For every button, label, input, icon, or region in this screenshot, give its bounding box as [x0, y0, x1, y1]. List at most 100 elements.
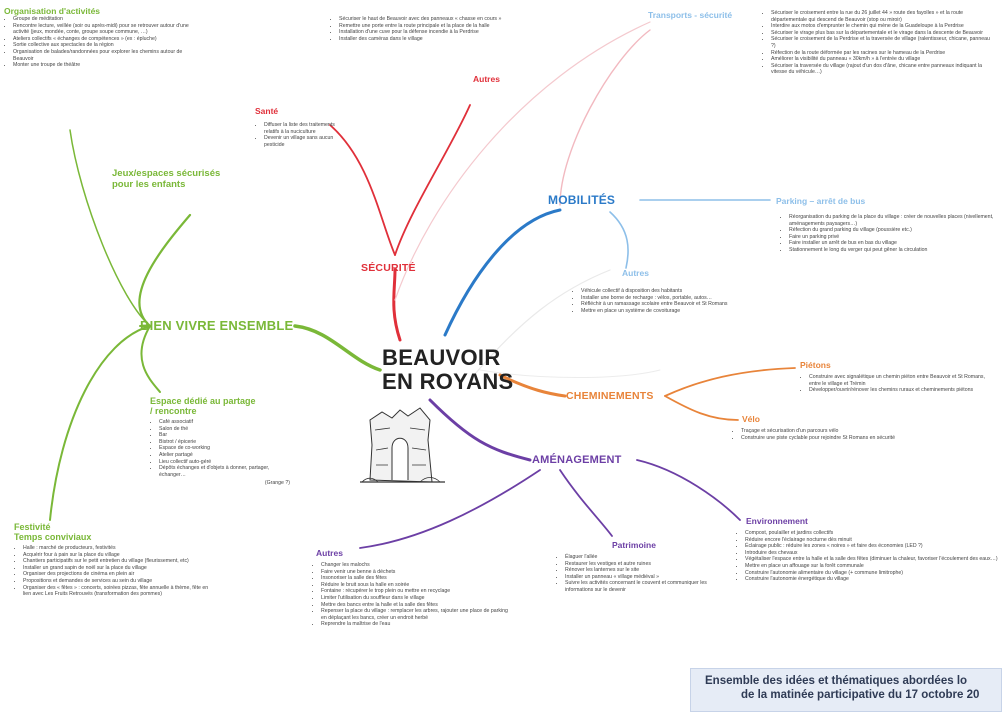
node-transports-title: Transports - sécurité: [648, 10, 733, 20]
list-item: Reprendre la maîtrise de l'eau: [321, 621, 508, 628]
center-node: BEAUVOIR EN ROYANS: [382, 346, 513, 394]
node-parking: Réorganisation du parking de la place du…: [780, 214, 994, 254]
list-item: Installation d'une cuve pour la défense …: [339, 29, 542, 36]
branch-mobilites: MOBILITÉS: [548, 193, 616, 207]
list-item: Traçage et sécurisation d'un parcours vé…: [741, 428, 994, 435]
node-espace-title-line1: Espace dédié au partage: [150, 396, 256, 406]
list-item: Groupe de méditation: [13, 16, 194, 23]
node-jeux-title-line2: pour les enfants: [112, 179, 186, 190]
list-item: Sortie collective aux spectacles de la r…: [13, 42, 194, 49]
list-item: Développer/ouvrir/rénover les chemins ru…: [809, 387, 994, 394]
footer-line1: Ensemble des idées et thématiques abordé…: [705, 675, 968, 687]
node-organisation: Organisation d'activités Groupe de médit…: [4, 6, 194, 69]
list-item: Sécuriser le croisement de la Perdrise e…: [771, 36, 994, 49]
list-item: Changer les malochs: [321, 562, 508, 569]
list-item: Ateliers collectifs « échanges de compét…: [13, 36, 194, 43]
footer-line2: de la matinée participative du 17 octobr…: [741, 689, 980, 701]
tower-illustration: [360, 407, 445, 483]
list-item: Rénover les lanternes sur le site: [565, 567, 716, 574]
list-item: Acquérir four à pain sur la place du vil…: [23, 552, 214, 559]
branch-bien-vivre: BIEN VIVRE ENSEMBLE: [140, 318, 294, 333]
list-item: Restaurer les vestiges et autre ruines: [565, 561, 716, 568]
list-item: Limiter l'utilisation du souffleur dans …: [321, 595, 508, 602]
list-item: Sécuriser le virage plus bas sur la dépa…: [771, 30, 994, 37]
list-item: Mettre en place un affouage sur la forêt…: [745, 563, 998, 570]
branch-amenagement: AMÉNAGEMENT: [532, 454, 622, 466]
center-title-line2: EN ROYANS: [382, 369, 514, 394]
list-item: Installer un panneau « village médiéval …: [565, 574, 716, 581]
node-sante: Santé Diffuser la liste des traitements …: [255, 106, 343, 148]
list-item: Compost, poulailler et jardins collectif…: [745, 530, 998, 537]
list-item: Organisation de balades/randonnées pour …: [13, 49, 194, 62]
list-item: Organiser des projections de cinéma en p…: [23, 571, 214, 578]
node-environnement: Compost, poulailler et jardins collectif…: [736, 530, 998, 583]
list-item: Monter une troupe de théâtre: [13, 62, 194, 69]
list-item: Installer une borne de recharge : vélos,…: [581, 295, 760, 302]
center-title-line1: BEAUVOIR: [382, 345, 501, 370]
list-item: Élaguer l'allée: [565, 554, 716, 561]
list-item: Remettre une porte entre la route princi…: [339, 23, 542, 30]
list-item: Réorganisation du parking de la place du…: [789, 214, 994, 227]
node-mobilites-autres: Véhicule collectif à disposition des hab…: [572, 288, 760, 314]
node-festivite-title-line2: Temps conviviaux: [14, 532, 92, 542]
list-item: Insonoriser la salle des fêtes: [321, 575, 508, 582]
node-organisation-title: Organisation d'activités: [4, 6, 101, 16]
list-item: Améliorer la visibilité du panneau « 30k…: [771, 56, 994, 63]
list-item: Espace de co-working: [159, 445, 290, 452]
list-item: Bar: [159, 432, 290, 439]
list-item: Salon de thé: [159, 426, 290, 433]
list-item: Réfection de la route déformée par les r…: [771, 50, 994, 57]
footer-caption: Ensemble des idées et thématiques abordé…: [690, 668, 1002, 712]
list-item: Repenser la place du village : remplacer…: [321, 608, 508, 621]
node-festivite: Festivité Temps conviviaux Halle : march…: [14, 522, 214, 598]
list-item: Bistrot / épicerie: [159, 439, 290, 446]
node-pietons-title: Piétons: [800, 360, 831, 370]
list-item: Réfléchir à un ramassage scolaire entre …: [581, 301, 760, 308]
list-item: Propositions et demandes de services au …: [23, 578, 214, 585]
node-amenagement-autres-title: Autres: [316, 548, 343, 558]
list-item: Suivre les activités concernant le couve…: [565, 580, 716, 593]
node-jeux-title-line1: Jeux/espaces sécurisés: [112, 168, 221, 179]
list-item: Fontaine : récupérer le trop plein ou me…: [321, 588, 508, 595]
list-item: Construire avec signalétique un chemin p…: [809, 374, 994, 387]
list-item: Devenir un village sans aucun pesticide: [264, 135, 343, 148]
list-item: Éclairage public : réduire les zones « n…: [745, 543, 998, 550]
node-parking-title: Parking – arrêt de bus: [776, 196, 866, 206]
list-item: Chantiers participatifs sur le petit ent…: [23, 558, 214, 565]
list-item: Construire l'autonomie énergétique du vi…: [745, 576, 998, 583]
node-sante-title: Santé: [255, 106, 279, 116]
node-securite-autres: Sécuriser le haut de Beauvoir avec des p…: [330, 16, 542, 42]
node-patrimoine: Élaguer l'allée Restaurer les vestiges e…: [556, 554, 716, 594]
list-item: Halle : marché de producteurs, festivité…: [23, 545, 214, 552]
node-transports: Sécuriser le croisement entre la rue du …: [762, 10, 994, 76]
list-item: Stationnement le long du verger qui peut…: [789, 247, 994, 254]
list-item: Sécuriser la traversée du village (rajou…: [771, 63, 994, 76]
list-item: Réfection du grand parking du village (p…: [789, 227, 994, 234]
list-item: Organiser des « fêtes » : concerts, soir…: [23, 585, 214, 598]
list-item: Mettre en place un système de covoiturag…: [581, 308, 760, 315]
branch-cheminements: CHEMINEMENTS: [566, 390, 654, 402]
node-securite-autres-title: Autres: [473, 74, 500, 84]
list-item: Construire l'autonomie alimentaire du vi…: [745, 570, 998, 577]
list-item: Réduire encore l'éclairage nocturne dès …: [745, 537, 998, 544]
list-item: Atelier partagé: [159, 452, 290, 459]
list-item: Faire installer un arrêt de bus en bas d…: [789, 240, 994, 247]
node-velo-title: Vélo: [742, 414, 760, 424]
node-patrimoine-title: Patrimoine: [612, 540, 656, 550]
list-item: Dépôts échanges et d'objets à donner, pa…: [159, 465, 290, 478]
list-item: Réduire le bruit sous la halle en soirée: [321, 582, 508, 589]
list-item: Café associatif: [159, 419, 290, 426]
list-item: Construire une piste cyclable pour rejoi…: [741, 435, 994, 442]
list-item: Introduire des chevaux: [745, 550, 998, 557]
list-item: Diffuser la liste des traitements relati…: [264, 122, 343, 135]
node-espace: Espace dédié au partage / rencontre Café…: [150, 396, 290, 487]
list-item: Sécuriser le haut de Beauvoir avec des p…: [339, 16, 542, 23]
branch-securite: SÉCURITÉ: [361, 262, 416, 274]
list-item: Faire un parking privé: [789, 234, 994, 241]
list-item: Mettre des bancs entre la halle et la sa…: [321, 602, 508, 609]
node-mobilites-autres-title: Autres: [622, 268, 649, 278]
node-amenagement-autres: Changer les malochs Faire venir une benn…: [312, 562, 508, 628]
list-item: Interdire aux motos d'emprunter le chemi…: [771, 23, 994, 30]
